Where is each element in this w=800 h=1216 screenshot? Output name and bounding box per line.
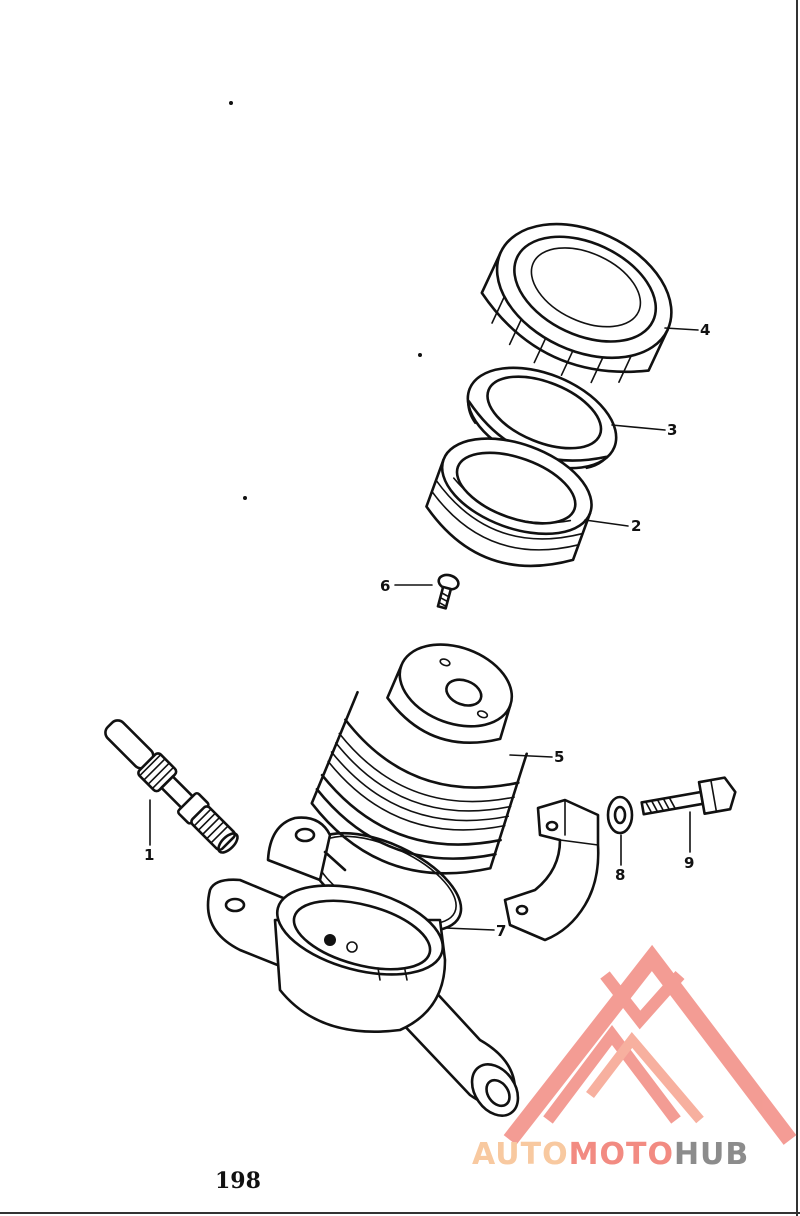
cylinder-housing <box>206 816 520 1117</box>
part-label-9: 9 <box>684 854 694 872</box>
leader-lines <box>149 327 699 931</box>
watermark-text: AUTOMOTOHUB <box>472 1137 749 1172</box>
push-rod <box>104 719 239 854</box>
part-label-8: 8 <box>615 866 625 884</box>
screw <box>436 573 460 610</box>
svg-text:AUTOMOTOHUB: AUTOMOTOHUB <box>472 1137 749 1172</box>
part-label-4: 4 <box>700 321 710 339</box>
reservoir-cap <box>480 222 673 384</box>
page-number: 198 <box>215 1168 261 1194</box>
part-label-7: 7 <box>496 922 506 940</box>
part-label-2: 2 <box>631 517 641 535</box>
clamp-bracket <box>503 798 600 942</box>
watermark-text-hub: HUB <box>674 1137 749 1172</box>
washer <box>606 795 634 835</box>
part-label-6: 6 <box>380 577 390 595</box>
reservoir-ring <box>425 437 593 568</box>
part-label-5: 5 <box>554 748 564 766</box>
cylinder-body <box>310 643 528 875</box>
watermark-text-auto: AUTO <box>472 1137 569 1172</box>
bolt <box>640 776 737 816</box>
part-label-1: 1 <box>144 846 154 864</box>
part-label-3: 3 <box>667 421 677 439</box>
watermark-logo <box>503 944 797 1145</box>
watermark-text-moto: MOTO <box>569 1137 674 1172</box>
